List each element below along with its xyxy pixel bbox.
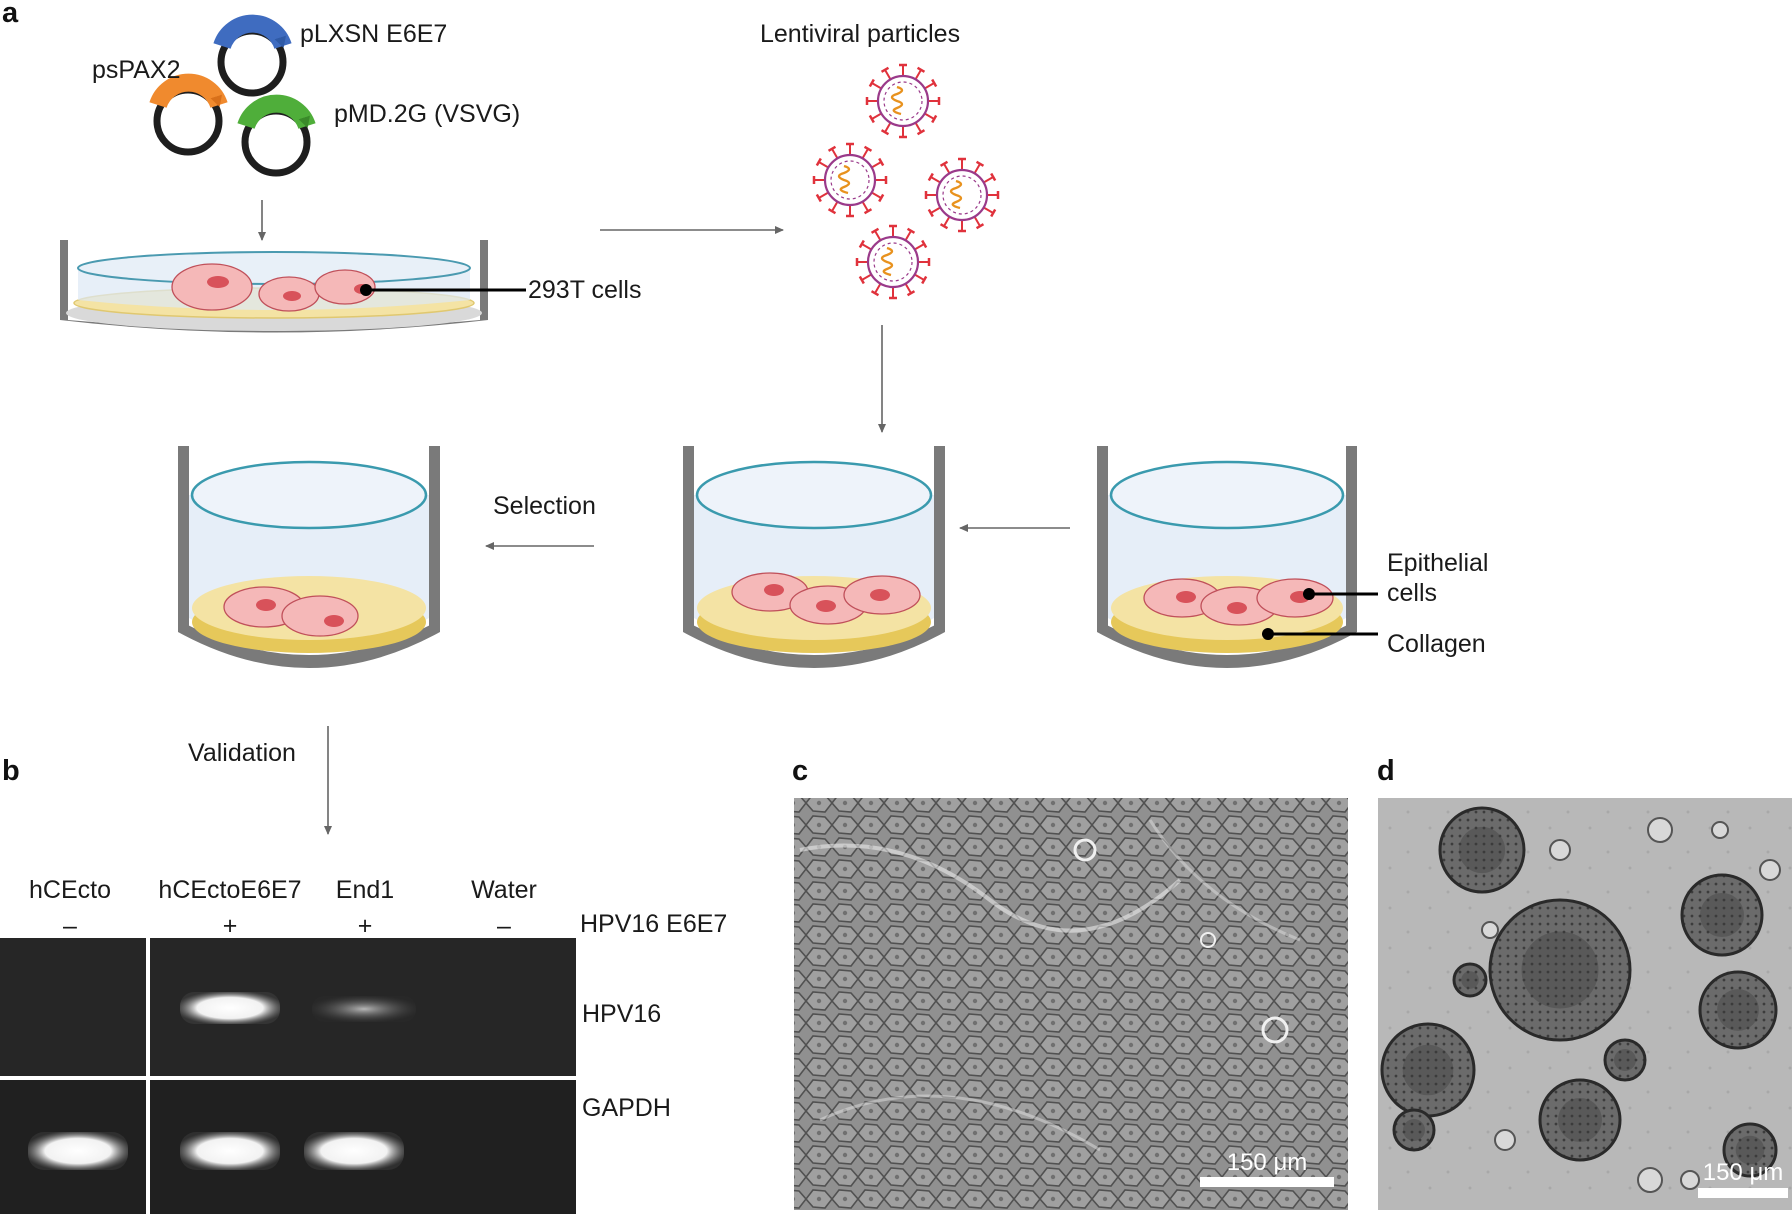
plasmid-pLXSN-E6E7-icon — [213, 14, 292, 97]
plasmid-pMD2G-icon — [237, 94, 316, 177]
gel-band-hpv16-End1 — [312, 996, 416, 1022]
debris-particle — [1481, 921, 1499, 939]
transduction-dish — [683, 446, 945, 668]
lentivirus-particle-icon — [812, 142, 888, 218]
producer-cells-label: 293T cells — [528, 276, 642, 304]
selection-label: Selection — [493, 492, 596, 520]
panel-label-d: d — [1377, 755, 1395, 787]
debris-particle — [1711, 821, 1729, 839]
gel-row-divider — [0, 1076, 576, 1080]
producer-dish — [60, 240, 488, 333]
debris-particle — [1647, 817, 1673, 843]
lentiviral-particles — [812, 63, 1000, 300]
panel-label-b: b — [2, 755, 20, 787]
gel-row-hpv16 — [0, 938, 576, 1076]
gel-band-gapdh-End1 — [304, 1132, 404, 1170]
plasmid-psPAX2-icon — [149, 73, 228, 156]
organoid — [1438, 806, 1526, 894]
gel-band-gapdh-hCEctoE6E7 — [180, 1132, 280, 1170]
particles-label: Lentiviral particles — [760, 20, 960, 48]
lentivirus-particle-icon — [855, 224, 931, 300]
organoid — [1698, 970, 1778, 1050]
plasmid-label-psPAX2: psPAX2 — [92, 56, 180, 84]
gel-row-label-gapdh: GAPDH — [582, 1094, 671, 1122]
condition-label: HPV16 E6E7 — [580, 910, 727, 938]
selected-dish — [178, 446, 440, 668]
debris-particle — [1637, 1167, 1663, 1193]
lane-label-End1: End1 — [336, 876, 394, 904]
panel-label-a: a — [2, 0, 19, 29]
lentivirus-particle-icon — [865, 63, 941, 139]
debris-particle — [1494, 1129, 1516, 1151]
micrograph-2d-culture — [794, 798, 1348, 1210]
scale-bar-label-c: 150 μm — [1227, 1149, 1308, 1176]
gel-band-hpv16-hCEctoE6E7 — [180, 992, 280, 1024]
epithelial-label-line2: cells — [1387, 579, 1437, 607]
cell — [171, 263, 253, 311]
organoid — [1380, 1022, 1476, 1118]
organoid — [1538, 1078, 1622, 1162]
scale-bar — [1200, 1177, 1334, 1187]
cell — [258, 276, 320, 312]
lane-sign-hCEcto: – — [63, 912, 77, 940]
organoid — [1680, 873, 1764, 957]
plasmid-label-pMD2G: pMD.2G (VSVG) — [334, 100, 520, 128]
lane-label-Water: Water — [471, 876, 537, 904]
validation-label: Validation — [188, 739, 296, 767]
lane-sign-Water: – — [497, 912, 511, 940]
cell — [843, 575, 921, 615]
debris-particle — [1759, 859, 1781, 881]
lentivirus-particle-icon — [924, 157, 1000, 233]
lane-label-hCEcto: hCEcto — [29, 876, 111, 904]
lane-sign-hCEctoE6E7: + — [223, 912, 238, 940]
panel-label-c: c — [792, 755, 808, 787]
organoid — [1452, 962, 1488, 998]
plasmid-label-pLXSN: pLXSN E6E7 — [300, 20, 447, 48]
lane-sign-End1: + — [358, 912, 373, 940]
collagen-dish — [1097, 446, 1357, 668]
culture-dishes — [178, 446, 1357, 668]
cell — [281, 595, 359, 637]
organoid — [1488, 898, 1632, 1042]
organoid — [1603, 1038, 1647, 1082]
micrograph-organoids — [1378, 798, 1792, 1210]
cell — [731, 572, 809, 612]
lane-label-hCEctoE6E7: hCEctoE6E7 — [158, 876, 301, 904]
epithelial-label-line1: Epithelial — [1387, 549, 1488, 577]
debris-particle — [1549, 839, 1571, 861]
cell — [1256, 578, 1334, 618]
collagen-label: Collagen — [1387, 630, 1486, 658]
scale-bar — [1698, 1188, 1788, 1198]
organoid — [1722, 1122, 1778, 1178]
debris-particle — [1680, 1170, 1700, 1190]
gel-band-gapdh-hCEcto — [28, 1132, 128, 1170]
scale-bar-label-d: 150 μm — [1703, 1159, 1784, 1186]
gel-image — [0, 938, 576, 1214]
organoid — [1392, 1108, 1436, 1152]
gel-row-label-hpv16: HPV16 — [582, 1000, 661, 1028]
